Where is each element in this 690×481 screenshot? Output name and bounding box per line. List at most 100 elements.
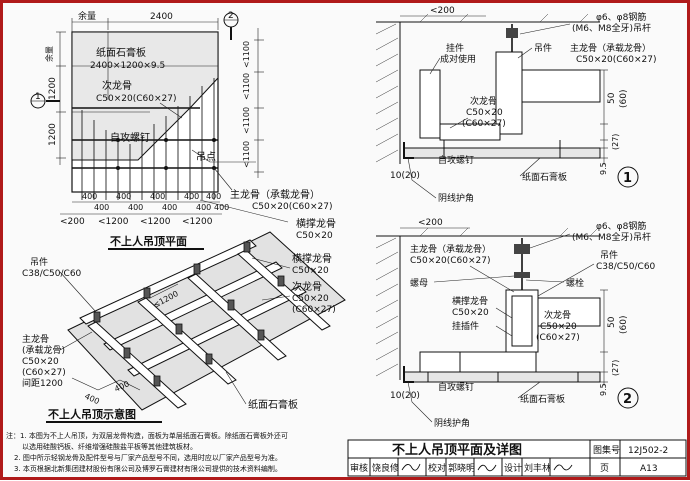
plan-label-screw: 自攻螺钉: [110, 131, 150, 144]
ceiling-plan: 余量 2400 余量 1200 1200 <1100 <1100 <1100 <…: [30, 10, 336, 250]
d2-label-main-size: C50×20(C60×27): [410, 256, 490, 266]
plan-label-hanger-point: 吊点: [196, 151, 216, 163]
plan-dim-400-1: 400: [82, 192, 97, 201]
d2-label-main: 主龙骨（承载龙骨）: [410, 243, 491, 255]
d2-label-nut: 螺母: [410, 278, 428, 289]
detail-1-number: 1: [623, 171, 632, 186]
d1-label-main-size: C50×20(C60×27): [576, 55, 656, 65]
d2-label-connector: 挂插件: [452, 320, 479, 332]
title-block: 不上人吊顶平面及详图 图集号 12J502-2 审核 饶良修 校对 郭晓明 设计…: [347, 439, 687, 477]
checker-name: 郭晓明: [448, 462, 475, 474]
plan-dim-400-10: 400: [214, 203, 229, 212]
plan-label-secondary: 次龙骨: [102, 79, 132, 92]
d1-label-rod-sub: (M6、M8全牙)吊杆: [572, 22, 651, 34]
iso-label-cross: 横撑龙骨: [292, 252, 332, 265]
d1-dim-27: (27): [611, 134, 620, 150]
iso-label-secondary-size2: (C60×27): [292, 305, 336, 315]
plan-dim-2400: 2400: [150, 12, 173, 22]
d2-label-secondary: 次龙骨: [544, 309, 571, 321]
d1-dim-50: 50: [607, 92, 617, 104]
note-line-4: 3. 本页根据北新集团建材股份有限公司及博罗石膏建材有限公司提供的技术资料编制。: [14, 464, 282, 473]
iso-label-cross-size: C50×20: [292, 266, 329, 276]
d2-dim-27: (27): [611, 360, 620, 376]
plan-dim-1200-c: <1200: [98, 217, 129, 227]
iso-label-board: 纸面石膏板: [248, 398, 298, 411]
page-label: 页: [600, 463, 609, 474]
plan-dim-1200-d: <1200: [140, 217, 171, 227]
plan-label-cross-size: C50×20: [296, 231, 333, 241]
d1-label-board: 纸面石膏板: [522, 171, 567, 183]
detail-1-number-circle: [617, 166, 639, 188]
iso-label-secondary-size: C50×20: [292, 294, 329, 304]
svg-text:1: 1: [35, 92, 41, 102]
plan-label-board: 纸面石膏板: [96, 46, 146, 59]
checker-signature: [477, 464, 497, 472]
iso-dim-400-a: 400: [83, 392, 101, 407]
title-block-title: 不上人吊顶平面及详图: [392, 442, 522, 458]
iso-label-main-size2: (C60×27): [22, 368, 66, 378]
atlas-value: 12J502-2: [628, 446, 668, 456]
plan-label-main-size: C50×20(C60×27): [252, 202, 332, 212]
d1-label-rod: φ6、φ8钢筋: [596, 11, 646, 23]
iso-label-main-sub: (承载龙骨): [22, 344, 65, 356]
d2-label-hanger-size: C38/C50/C60: [596, 262, 656, 272]
d2-label-hanger: 吊件: [600, 249, 618, 261]
detail-2: <200 (60) 50 (27) 9.5 10(20) φ6、φ8钢筋 (M6…: [375, 218, 656, 429]
d1-label-main: 主龙骨（承载龙骨）: [570, 42, 651, 54]
note-line-1: 注：1. 本图为不上人吊顶，为双层龙骨构造，面板为单层纸面石膏板。除纸面石膏板外…: [6, 431, 288, 440]
plan-dim-400-3: 400: [116, 192, 131, 201]
plan-dim-400-6: 400: [162, 203, 177, 212]
page-value: A13: [640, 464, 658, 474]
note-line-3: 2. 图中所示轻钢龙骨及配件型号与厂家产品型号不同，选用时应以厂家产品型号为准。: [14, 453, 282, 462]
d2-label-cross-size: C50×20: [452, 308, 489, 318]
review-label: 审核: [350, 462, 368, 474]
d2-label-rod: φ6、φ8钢筋: [596, 220, 646, 232]
plan-dim-1200-e: <1200: [182, 217, 213, 227]
plan-label-board-size: 2400×1200×9.5: [90, 61, 165, 71]
note-line-2: 以选用硅酸钙板、纤维增强硅酸盐平板等其他建筑板材。: [22, 442, 197, 451]
plan-label-main: 主龙骨（承载龙骨）: [230, 188, 320, 201]
section-mark-2: 2: [223, 11, 239, 40]
d2-label-board: 纸面石膏板: [520, 393, 565, 405]
d2-label-cross: 横撑龙骨: [452, 295, 488, 307]
d1-dim-60: (60): [619, 90, 629, 108]
d2-dim-50: 50: [607, 316, 617, 328]
d2-label-rod-sub: (M6、M8全牙)吊杆: [572, 231, 651, 243]
d1-label-hanger: 吊件: [534, 42, 552, 54]
detail-2-number-circle: [617, 387, 639, 409]
atlas-label: 图集号: [593, 444, 620, 456]
iso-label-main: 主龙骨: [22, 333, 49, 345]
reviewer-signature: [401, 463, 421, 471]
d2-label-bolt: 螺栓: [566, 277, 584, 289]
notes: 注：1. 本图为不上人吊顶，为双层龙骨构造，面板为单层纸面石膏板。除纸面石膏板外…: [6, 431, 288, 473]
plan-dim-1100-b: <1100: [242, 73, 251, 100]
design-label: 设计: [504, 462, 522, 474]
plan-dim-margin-top: 余量: [78, 10, 96, 22]
plan-dim-200: <200: [60, 217, 85, 227]
iso-label-hanger: 吊件: [30, 256, 48, 268]
iso-label-main-size: C50×20: [22, 357, 59, 367]
d2-dim-200: <200: [418, 218, 443, 228]
d2-label-secondary-size2: (C60×27): [536, 333, 580, 343]
d1-dim-200: <200: [430, 6, 455, 16]
svg-text:2: 2: [228, 11, 234, 21]
plan-dim-margin-left: 余量: [44, 46, 54, 62]
plan-dim-400-4: 400: [128, 203, 143, 212]
d1-label-hanger-pair: 挂件: [446, 42, 464, 54]
plan-dim-1100-c: <1100: [242, 107, 251, 134]
plan-dim-1100-d: <1100: [242, 141, 251, 168]
d2-label-angle: 阴线护角: [434, 417, 470, 429]
drawing-canvas: 余量 2400 余量 1200 1200 <1100 <1100 <1100 <…: [6, 6, 687, 477]
d2-label-secondary-size: C50×20: [540, 322, 577, 332]
plan-dim-400-5: 400: [150, 192, 165, 201]
d2-dim-60: (60): [619, 316, 629, 334]
plan-label-cross: 横撑龙骨: [296, 217, 336, 230]
plan-dim-1100-a: <1100: [242, 41, 251, 68]
d1-dim-9-5: 9.5: [599, 162, 608, 175]
plan-label-secondary-size: C50×20(C60×27): [96, 94, 176, 104]
plan-title: 不上人吊顶平面: [110, 234, 187, 248]
detail-1: <200 50 (60) (27) 9.5 10(20) φ6、φ8钢筋 (M6…: [375, 6, 656, 204]
section-mark-1: 1: [30, 92, 60, 109]
plan-dim-400-9: 400: [206, 192, 221, 201]
plan-dim-1200-b: 1200: [48, 123, 58, 146]
